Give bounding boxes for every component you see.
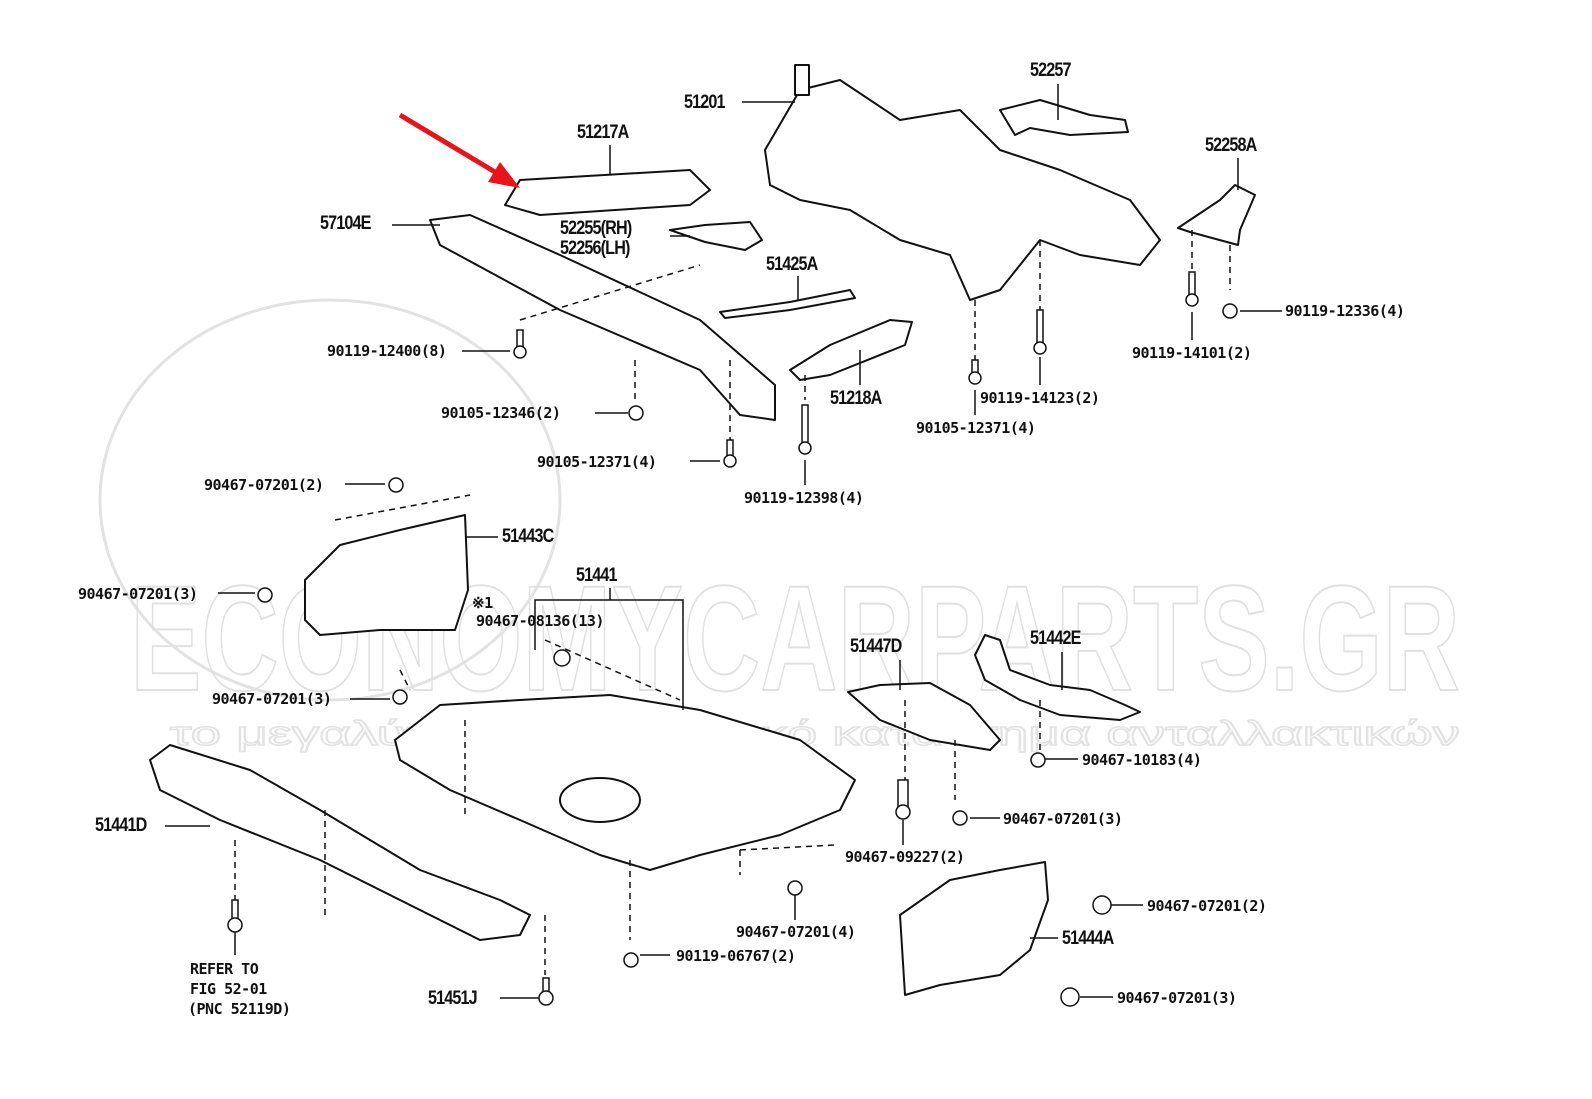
label-51444A: 51444A	[1062, 928, 1114, 949]
label-90467-08136: 90467-08136(13)	[476, 612, 604, 630]
label-90119-12398: 90119-12398(4)	[744, 489, 864, 507]
label-90119-14123: 90119-14123(2)	[980, 389, 1100, 407]
label-51443C: 51443C	[502, 526, 554, 547]
part-51425A	[719, 289, 856, 319]
label-90105-12371-right: 90105-12371(4)	[916, 419, 1036, 437]
part-51442E	[974, 634, 1141, 721]
refer-line-1: REFER TO	[190, 960, 259, 978]
label-90119-06767: 90119-06767(2)	[676, 947, 796, 965]
part-51217A	[504, 169, 711, 216]
label-90467-07201-3-right: 90467-07201(3)	[1003, 810, 1123, 828]
part-51444A	[899, 861, 1049, 996]
label-52256: 52256(LH)	[560, 238, 630, 259]
label-51447D: 51447D	[850, 636, 902, 657]
svg-text:το μεγαλύτερο ηλεκτρονικό κατά: το μεγαλύτερο ηλεκτρονικό κατάστημα αντα…	[170, 715, 1460, 753]
part-52257	[999, 99, 1129, 136]
label-51218A: 51218A	[830, 388, 882, 409]
note-mark-1: ※1	[472, 594, 493, 612]
label-90467-07201-2-top: 90467-07201(2)	[204, 476, 324, 494]
part-51441D	[149, 744, 531, 941]
label-90467-07201-3-left: 90467-07201(3)	[78, 585, 198, 603]
part-51443C	[304, 514, 469, 636]
refer-line-2: FIG 52-01	[190, 980, 267, 998]
label-51451J: 51451J	[428, 988, 478, 1009]
leader-lines	[165, 84, 1282, 999]
label-90119-12336: 90119-12336(4)	[1285, 302, 1405, 320]
part-51218A	[789, 319, 913, 381]
label-90105-12346: 90105-12346(2)	[441, 404, 561, 422]
refer-line-3: (PNC 52119D)	[188, 1000, 291, 1018]
label-51441D: 51441D	[95, 815, 147, 836]
red-arrow-indicator	[398, 112, 520, 188]
label-57104E: 57104E	[320, 213, 371, 234]
label-90119-12400: 90119-12400(8)	[327, 342, 447, 360]
label-90467-07201-4: 90467-07201(4)	[736, 923, 856, 941]
label-90119-14101: 90119-14101(2)	[1132, 344, 1252, 362]
label-52258A: 52258A	[1205, 135, 1257, 156]
label-90467-10183: 90467-10183(4)	[1082, 751, 1202, 769]
part-51447D	[847, 682, 1001, 751]
label-52257: 52257	[1030, 60, 1072, 81]
label-52255: 52255(RH)	[560, 218, 632, 239]
label-51201: 51201	[684, 92, 726, 113]
label-90105-12371-left: 90105-12371(4)	[537, 453, 657, 471]
part-51201	[764, 79, 1161, 301]
fasteners	[227, 271, 1238, 1007]
watermark: ECONOMYCARPARTS.GR το μεγαλύτερο ηλεκτρο…	[98, 298, 1461, 754]
label-90467-07201-3-mid: 90467-07201(3)	[212, 690, 332, 708]
dashed-assembly-lines	[234, 230, 1231, 975]
part-52255	[669, 221, 763, 251]
part-57104E	[429, 214, 776, 421]
label-90467-09227: 90467-09227(2)	[845, 848, 965, 866]
label-51442E: 51442E	[1030, 628, 1081, 649]
label-51217A: 51217A	[577, 122, 629, 143]
label-90467-07201-3-bottom: 90467-07201(3)	[1117, 989, 1237, 1007]
label-51441: 51441	[576, 565, 618, 586]
label-90467-07201-2-bottom: 90467-07201(2)	[1147, 897, 1267, 915]
label-51425A: 51425A	[766, 254, 818, 275]
part-52258A	[1177, 184, 1256, 246]
